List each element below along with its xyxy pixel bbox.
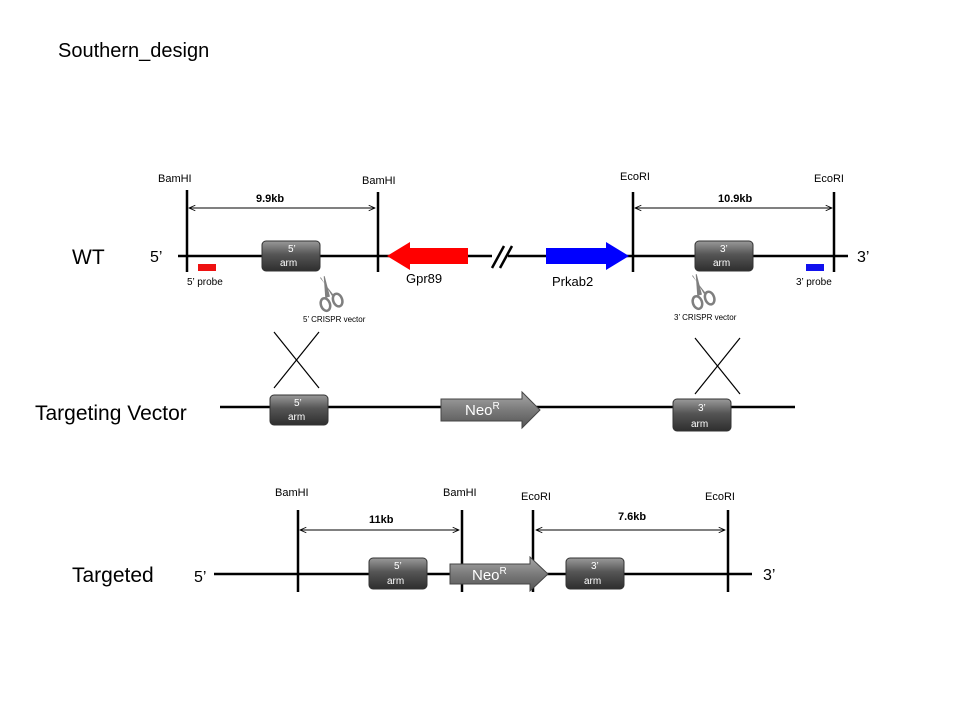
wt-row: WT 5’ 3’ BamHI BamHI EcoRI EcoRI 9.9kb 1… bbox=[72, 171, 869, 324]
wt-5prime-arm-bottom: arm bbox=[280, 258, 297, 269]
targeted-neo-cassette: NeoR bbox=[449, 555, 549, 593]
prkab2-gene-label: Prkab2 bbox=[552, 274, 593, 289]
5prime-probe-label: 5’ probe bbox=[187, 277, 223, 288]
targeted-bamhi-label-2: BamHI bbox=[443, 487, 477, 499]
targeted-3prime-end-label: 3’ bbox=[763, 567, 775, 584]
vector-neo-label: NeoR bbox=[465, 401, 500, 419]
wt-3prime-arm: 3’ arm bbox=[694, 240, 754, 272]
targeted-3prime-arm-top: 3’ bbox=[591, 561, 599, 572]
wt-3prime-arm-bottom: arm bbox=[713, 258, 730, 269]
targeting-vector-row: Targeting Vector 5’ arm NeoR 3’ arm bbox=[35, 390, 795, 432]
targeted-3prime-arm: 3’ arm bbox=[565, 557, 625, 590]
targeting-vector-label: Targeting Vector bbox=[35, 402, 187, 425]
3prime-crispr-scissors-icon bbox=[691, 274, 716, 311]
wt-ecori-label-2: EcoRI bbox=[814, 173, 844, 185]
targeted-5prime-arm: 5’ arm bbox=[368, 557, 428, 590]
vector-3prime-arm: 3’ arm bbox=[672, 398, 732, 432]
5prime-crispr-label: 5’ CRISPR vector bbox=[303, 315, 366, 324]
page-title: Southern_design bbox=[58, 40, 209, 62]
targeted-ecori-label-1: EcoRI bbox=[521, 491, 551, 503]
targeted-5prime-arm-bottom: arm bbox=[387, 576, 404, 587]
targeted-row: Targeted 5’ 3’ BamHI BamHI EcoRI EcoRI 1… bbox=[72, 487, 775, 593]
gpr89-gene-label: Gpr89 bbox=[406, 271, 442, 286]
targeted-bamhi-label-1: BamHI bbox=[275, 487, 309, 499]
wt-break-mark-2 bbox=[498, 245, 514, 269]
wt-5prime-arm: 5’ arm bbox=[261, 240, 321, 272]
prkab2-gene-arrow bbox=[546, 242, 629, 270]
targeted-neo-label: NeoR bbox=[472, 566, 507, 584]
wt-3prime-distance-label: 10.9kb bbox=[718, 193, 753, 205]
wt-bamhi-label-2: BamHI bbox=[362, 175, 396, 187]
5prime-recombination-cross bbox=[273, 331, 320, 389]
5prime-probe-bar bbox=[198, 264, 216, 271]
wt-5prime-end-label: 5’ bbox=[150, 249, 162, 266]
vector-3prime-arm-bottom: arm bbox=[691, 419, 708, 430]
wt-3prime-arm-top: 3’ bbox=[720, 244, 728, 255]
targeted-5prime-arm-top: 5’ bbox=[394, 561, 402, 572]
wt-3prime-end-label: 3’ bbox=[857, 249, 869, 266]
wt-ecori-label-1: EcoRI bbox=[620, 171, 650, 183]
gpr89-gene-arrow bbox=[387, 242, 468, 270]
3prime-probe-bar bbox=[806, 264, 824, 271]
targeted-label: Targeted bbox=[72, 564, 154, 587]
3prime-probe-label: 3’ probe bbox=[796, 277, 832, 288]
targeted-5prime-distance-label: 11kb bbox=[369, 514, 394, 526]
5prime-crispr-scissors-icon bbox=[319, 276, 344, 313]
targeted-ecori-label-2: EcoRI bbox=[705, 491, 735, 503]
vector-neo-cassette: NeoR bbox=[440, 390, 541, 430]
targeted-3prime-distance-label: 7.6kb bbox=[618, 511, 646, 523]
vector-5prime-arm-bottom: arm bbox=[288, 412, 305, 423]
wt-5prime-arm-top: 5’ bbox=[288, 244, 296, 255]
vector-5prime-arm: 5’ arm bbox=[269, 394, 329, 426]
wt-5prime-distance-label: 9.9kb bbox=[256, 193, 284, 205]
wt-bamhi-label-1: BamHI bbox=[158, 173, 192, 185]
vector-3prime-arm-top: 3’ bbox=[698, 403, 706, 414]
wt-break-mark-1 bbox=[490, 245, 506, 269]
wt-label: WT bbox=[72, 246, 105, 269]
3prime-crispr-label: 3’ CRISPR vector bbox=[674, 313, 737, 322]
3prime-recombination-cross bbox=[694, 337, 741, 395]
vector-5prime-arm-top: 5’ bbox=[294, 398, 302, 409]
targeted-5prime-end-label: 5’ bbox=[194, 569, 206, 586]
targeted-3prime-arm-bottom: arm bbox=[584, 576, 601, 587]
